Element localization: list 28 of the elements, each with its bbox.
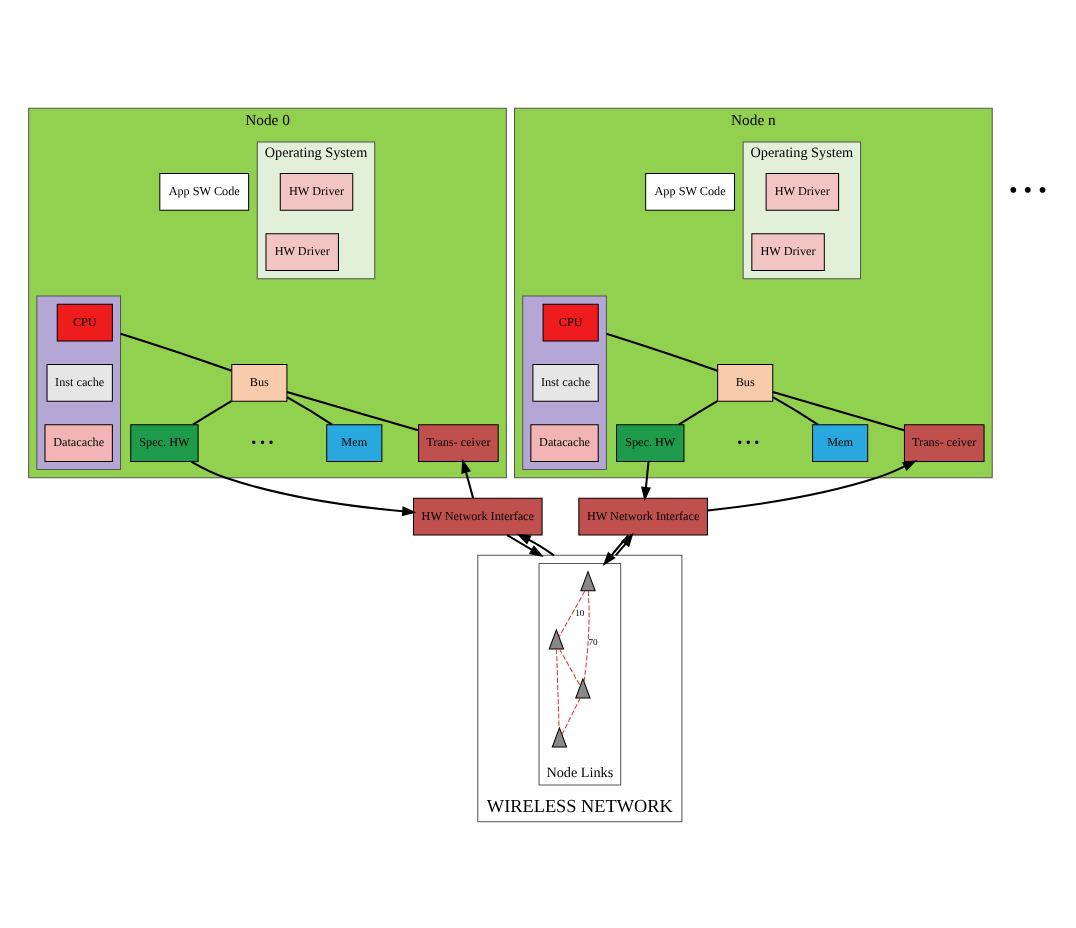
- label: • • •: [1008, 176, 1047, 205]
- node-tower: [551, 726, 568, 748]
- arrow: [602, 534, 630, 566]
- connector: [558, 648, 581, 687]
- node-tower: [548, 628, 565, 650]
- connector: [561, 697, 581, 736]
- cluster: [36, 295, 122, 471]
- arrow: [641, 461, 651, 502]
- connector: [286, 391, 419, 432]
- connector: [192, 400, 232, 426]
- connector: [606, 332, 718, 372]
- connector: [120, 332, 232, 372]
- node-tower: [575, 677, 591, 699]
- arrow: [461, 458, 475, 499]
- node-tower: [580, 570, 596, 592]
- arrow: [506, 534, 544, 557]
- connector: [583, 590, 590, 683]
- connector: [772, 391, 905, 432]
- connector: [558, 590, 586, 638]
- arrow: [707, 460, 917, 512]
- arrow: [190, 460, 417, 517]
- cluster: [522, 295, 607, 471]
- connector: [556, 648, 560, 730]
- arrow: [516, 533, 555, 557]
- connector: [772, 396, 819, 426]
- connector: [286, 396, 333, 426]
- connector: [678, 400, 718, 426]
- arrow: [614, 532, 634, 557]
